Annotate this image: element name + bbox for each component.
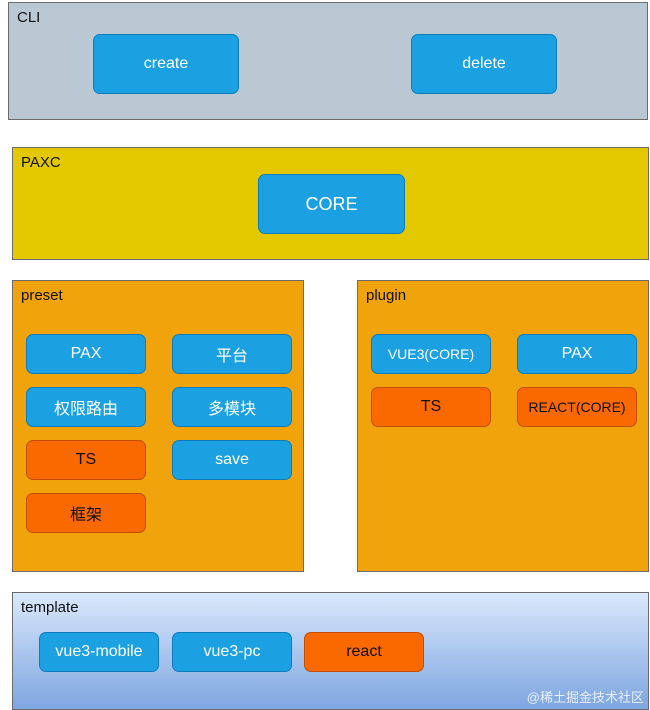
- plugin-layer: plugin VUE3(CORE) PAX TS REACT(CORE): [357, 280, 649, 572]
- preset-save-box: save: [172, 440, 292, 480]
- paxc-title: PAXC: [21, 154, 61, 171]
- delete-box: delete: [411, 34, 557, 94]
- plugin-title: plugin: [366, 287, 407, 304]
- preset-framework-box: 框架: [26, 493, 146, 533]
- template-title: template: [21, 599, 79, 616]
- plugin-ts-box: TS: [371, 387, 491, 427]
- watermark: @稀土掘金技术社区: [526, 690, 644, 705]
- preset-platform-box: 平台: [172, 334, 292, 374]
- cli-title: CLI: [17, 9, 41, 26]
- template-vue3-mobile-box: vue3-mobile: [39, 632, 159, 672]
- core-box: CORE: [258, 174, 405, 234]
- plugin-vue3-core-box: VUE3(CORE): [371, 334, 491, 374]
- preset-multi-module-box: 多模块: [172, 387, 292, 427]
- template-layer: template vue3-mobile vue3-pc react: [12, 592, 649, 710]
- template-vue3-pc-box: vue3-pc: [172, 632, 292, 672]
- plugin-pax-box: PAX: [517, 334, 637, 374]
- create-box: create: [93, 34, 239, 94]
- plugin-react-core-box: REACT(CORE): [517, 387, 637, 427]
- preset-permission-routing-box: 权限路由: [26, 387, 146, 427]
- preset-ts-box: TS: [26, 440, 146, 480]
- preset-layer: preset PAX 平台 权限路由 多模块 TS save 框架: [12, 280, 304, 572]
- template-react-box: react: [304, 632, 424, 672]
- paxc-layer: PAXC CORE: [12, 147, 649, 260]
- cli-layer: CLI create delete: [8, 2, 648, 120]
- preset-title: preset: [21, 287, 63, 304]
- preset-pax-box: PAX: [26, 334, 146, 374]
